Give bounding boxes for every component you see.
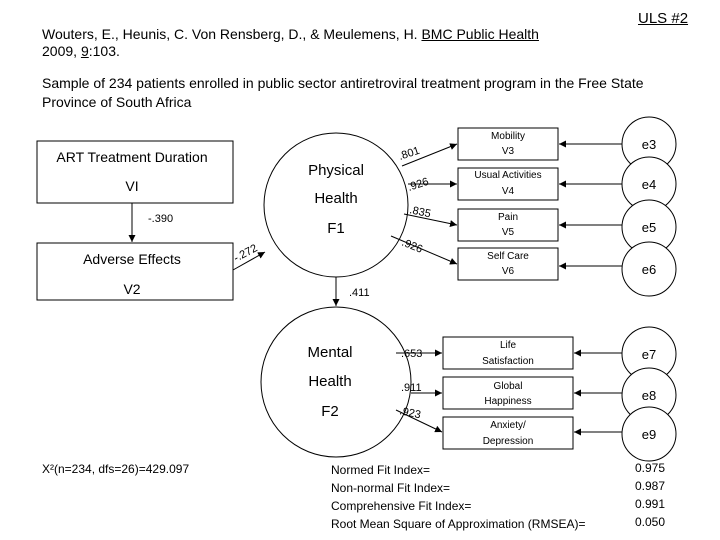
mental-health-line3: F2 — [321, 403, 339, 420]
physical-health-line2: Health — [314, 190, 357, 207]
indicator-anxiety-depression: .923 Anxiety/ Depression e9 — [395, 405, 677, 462]
adverse-effects-title: Adverse Effects — [83, 251, 181, 267]
path-adverse-to-physical — [232, 251, 266, 271]
citation: Wouters, E., Heunis, C. Von Rensberg, D.… — [42, 26, 539, 60]
citation-authors: Wouters, E., Heunis, C. Von Rensberg, D.… — [42, 26, 418, 42]
observed-global-happiness-box — [442, 376, 574, 410]
loading-pain: .835 — [408, 204, 431, 220]
observed-pain-line1: Pain — [498, 212, 518, 223]
error-e6 — [621, 241, 677, 297]
loading-self-care: .926 — [400, 237, 424, 256]
path-adverse-to-physical-label: -.272 — [232, 242, 260, 264]
mental-health-factor — [260, 306, 412, 458]
error-e8-label: e8 — [642, 388, 656, 403]
sample-description: Sample of 234 patients enrolled in publi… — [42, 75, 644, 110]
path-physical-to-mental-label: .411 — [349, 287, 370, 299]
indicator-usual-activities: .926 Usual Activities V4 e4 — [406, 156, 677, 212]
observed-pain-line2: V5 — [502, 227, 515, 238]
observed-usual-activities-box — [457, 167, 559, 201]
observed-usual-activities-line1: Usual Activities — [474, 170, 541, 181]
path-art-to-adverse-label: -.390 — [148, 213, 173, 225]
physical-health-line3: F1 — [327, 220, 345, 237]
fit-index-nnfi-label: Non-normal Fit Index= — [331, 481, 451, 495]
indicator-mobility: .801 Mobility V3 e3 — [397, 116, 677, 172]
observed-self-care-box — [457, 247, 559, 281]
fit-index-nnfi-value: 0.987 — [634, 479, 665, 493]
mental-health-line1: Mental — [307, 344, 352, 361]
observed-anxiety-depression-line2: Depression — [483, 436, 534, 447]
fit-index-rmsea-value: 0.050 — [634, 515, 665, 529]
loading-anxiety-depression: .923 — [398, 405, 421, 421]
error-e7-label: e7 — [642, 347, 656, 362]
adverse-effects-var: V2 — [123, 281, 140, 297]
observed-global-happiness-line1: Global — [494, 381, 523, 392]
chi-square: X²(n=234, dfs=26)=429.097 — [42, 462, 190, 476]
error-e6-label: e6 — [642, 262, 656, 277]
citation-volume: 9 — [80, 43, 89, 59]
indicator-life-satisfaction: .653 Life Satisfaction e7 — [396, 326, 677, 382]
observed-self-care-line1: Self Care — [487, 251, 529, 262]
art-duration-box — [36, 140, 234, 204]
loading-arrow-pain — [403, 213, 458, 228]
slide-tag: ULS #2 — [638, 10, 689, 27]
loading-usual-activities: .926 — [406, 176, 430, 194]
loading-arrow-self-care — [390, 235, 458, 265]
citation-year: 2009, — [42, 43, 78, 59]
error-e4-label: e4 — [642, 177, 656, 192]
indicator-global-happiness: .911 Global Happiness e8 — [401, 367, 677, 423]
observed-mobility-line1: Mobility — [491, 131, 525, 142]
citation-line-1: Wouters, E., Heunis, C. Von Rensberg, D.… — [42, 26, 539, 43]
adverse-effects-box — [36, 242, 234, 301]
fit-indices: Normed Fit Index= Non-normal Fit Index= … — [331, 461, 585, 533]
loading-arrow-anxiety-depression — [395, 409, 443, 433]
observed-global-happiness-line2: Happiness — [484, 396, 531, 407]
loading-global-happiness: .911 — [401, 382, 422, 394]
observed-anxiety-depression-box — [442, 416, 574, 450]
observed-pain-box — [457, 208, 559, 242]
citation-pages: :103. — [88, 43, 120, 59]
fit-index-nfi-label: Normed Fit Index= — [331, 463, 431, 477]
citation-line-2: 2009, 9:103. — [42, 43, 539, 60]
mental-health-line2: Health — [308, 373, 351, 390]
fit-index-nfi-value: 0.975 — [634, 461, 665, 475]
observed-anxiety-depression-line1: Anxiety/ — [490, 420, 526, 431]
observed-life-satisfaction-box — [442, 336, 574, 370]
fit-index-rmsea-label: Root Mean Square of Approximation (RMSEA… — [331, 517, 586, 531]
observed-mobility-line2: V3 — [502, 146, 515, 157]
art-duration-var: VI — [125, 178, 138, 194]
error-e5-label: e5 — [642, 220, 656, 235]
loading-arrow-mobility — [401, 143, 458, 167]
observed-life-satisfaction-line2: Satisfaction — [482, 356, 534, 367]
indicator-self-care: .926 Self Care V6 e6 — [390, 235, 677, 297]
observed-mobility-box — [457, 127, 559, 161]
error-e9 — [621, 406, 677, 462]
observed-self-care-line2: V6 — [502, 266, 515, 277]
observed-usual-activities-line2: V4 — [502, 186, 515, 197]
indicator-pain: .835 Pain V5 e5 — [403, 199, 677, 255]
physical-health-line1: Physical — [308, 162, 364, 179]
loading-life-satisfaction: .653 — [401, 348, 422, 360]
citation-journal: BMC Public Health — [421, 26, 539, 42]
observed-life-satisfaction-line1: Life — [500, 340, 517, 351]
error-e3-label: e3 — [642, 137, 656, 152]
error-e9-label: e9 — [642, 427, 656, 442]
fit-index-cfi-label: Comprehensive Fit Index= — [331, 499, 472, 513]
art-duration-title: ART Treatment Duration — [56, 149, 207, 165]
fit-index-cfi-value: 0.991 — [634, 497, 665, 511]
